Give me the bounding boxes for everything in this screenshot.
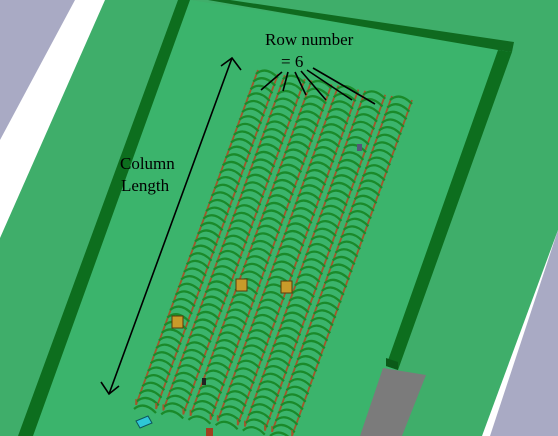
column-length-label: Column: [120, 153, 175, 175]
marker: [202, 378, 206, 385]
row-number-label: Row number: [265, 29, 353, 51]
robot-1: [172, 316, 183, 328]
column-length-label-2: Length: [121, 175, 169, 197]
row-number-value: = 6: [281, 51, 303, 73]
robot-2: [236, 279, 247, 291]
small-robot: [357, 144, 362, 151]
red-cart: [206, 428, 213, 436]
robot-3: [281, 281, 292, 293]
